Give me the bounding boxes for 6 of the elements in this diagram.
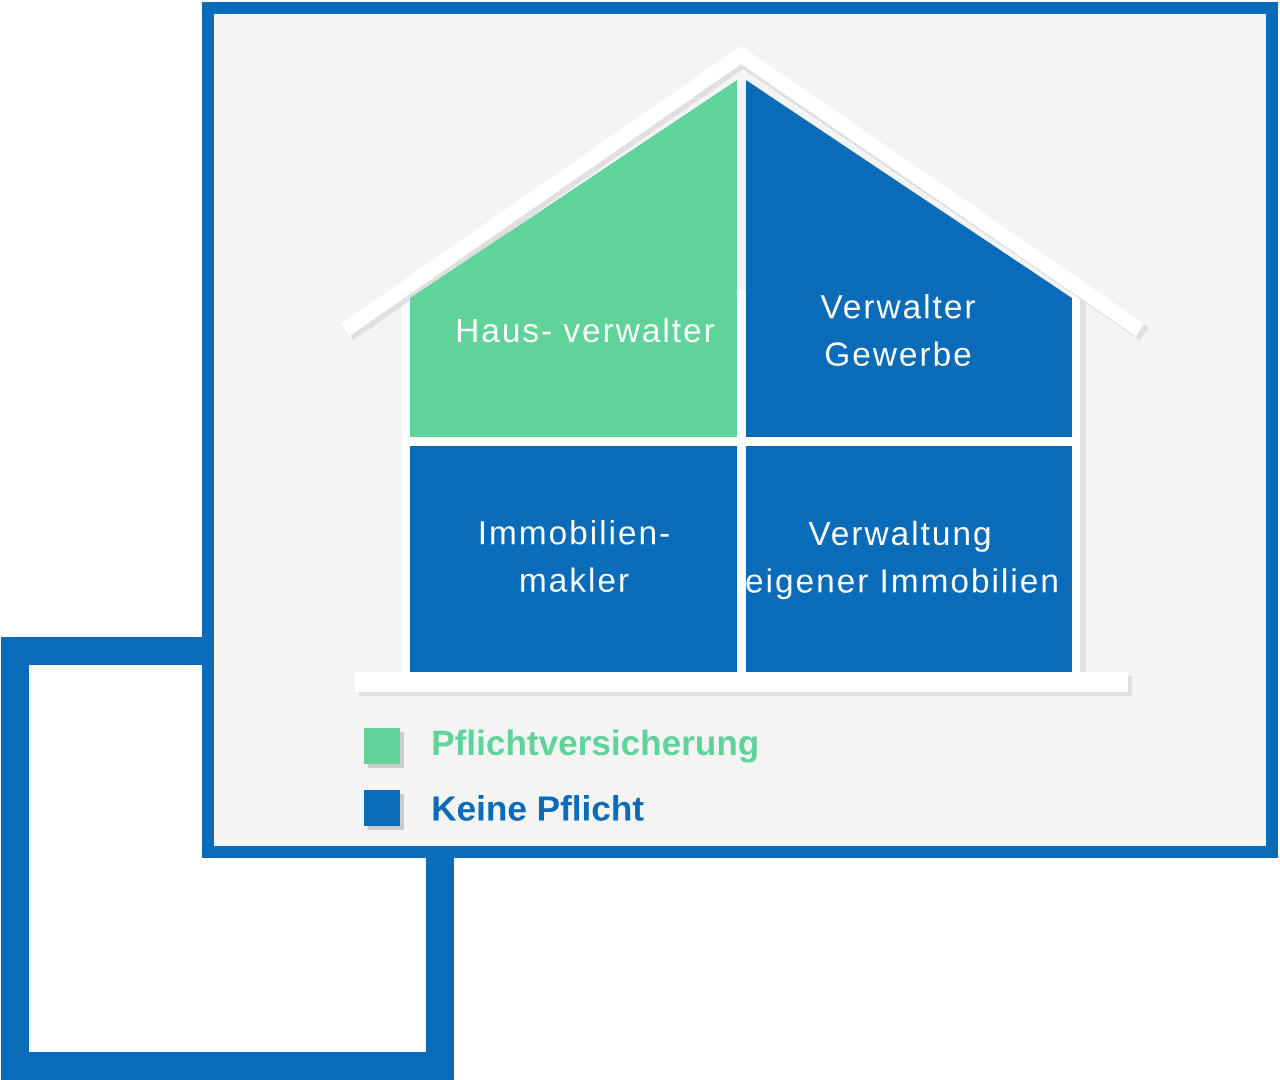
room-box: Verwalter Gewerbe	[746, 80, 1072, 437]
legend-label: Pflichtversicherung	[433, 729, 757, 763]
legend-label: Keine Pflicht	[433, 795, 644, 821]
room-box: Verwaltung eigener Immobilien	[746, 446, 1072, 672]
room-box: Haus- verwalter	[410, 80, 737, 437]
room-box: Immobilien- makler	[410, 446, 737, 672]
